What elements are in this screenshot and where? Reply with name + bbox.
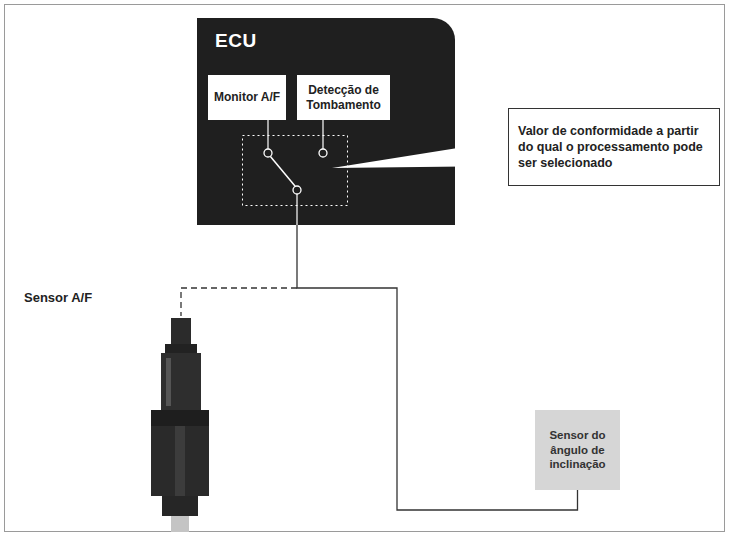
dashed-wire [181, 288, 297, 316]
ecu-box: ECU Monitor A/F Detecção de Tombamento [197, 18, 455, 225]
selection-region [243, 136, 348, 206]
callout-pointer [332, 140, 508, 168]
callout-box: Valor de conformidade a partir do qual o… [508, 108, 720, 186]
wire [296, 194, 297, 225]
unit-title: ECU [215, 30, 257, 52]
switch-contact [264, 149, 272, 157]
box-text: Detecção de Tombamento [302, 83, 385, 112]
switch-contact [293, 186, 301, 194]
frame-border [5, 5, 725, 532]
af-sensor-illustration [151, 318, 209, 532]
switch-contact [319, 149, 327, 157]
box-text: Monitor A/F [214, 90, 280, 104]
switch-lever [270, 156, 295, 186]
part-label: Sensor A/F [24, 290, 92, 305]
box-text: Valor de conformidade a partir do qual o… [518, 123, 710, 172]
wire [322, 120, 323, 149]
wire [267, 120, 268, 149]
box-text: Sensor do ângulo de inclinação [541, 428, 614, 471]
sensor-box: Sensor do ângulo de inclinação [535, 410, 620, 490]
function-box: Detecção de Tombamento [297, 75, 390, 120]
function-box: Monitor A/F [208, 75, 286, 120]
